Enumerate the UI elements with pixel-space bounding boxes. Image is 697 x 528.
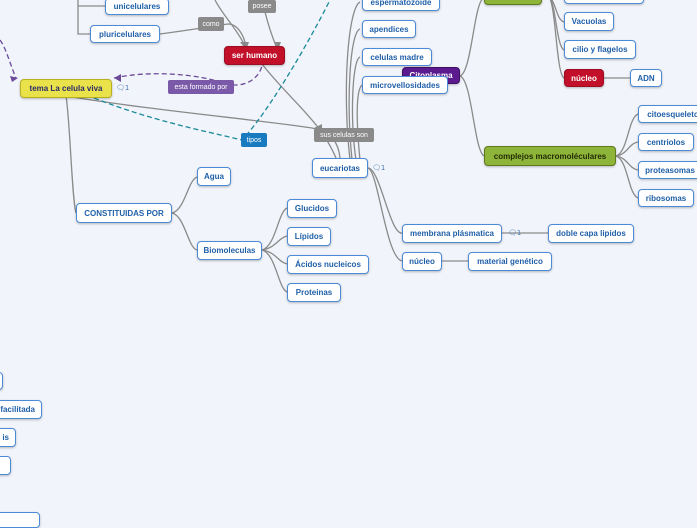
node-celulas-madre[interactable]: celulas madre	[362, 48, 432, 66]
node-left-fragment-5[interactable]	[0, 512, 40, 528]
node-vacuolas[interactable]: Vacuolas	[564, 12, 614, 31]
node-acidos-nucleicos[interactable]: Ácidos nucleicos	[287, 255, 369, 274]
node-pluricelulares[interactable]: pluricelulares	[90, 25, 160, 43]
node-left-fragment-2[interactable]: facilitada	[0, 400, 42, 419]
tag-sus-celulas-son: sus celulas son	[314, 128, 374, 142]
node-centriolos[interactable]: centriolos	[638, 133, 694, 151]
node-nucleo-red[interactable]: núcleo	[564, 69, 604, 87]
node-agua[interactable]: Agua	[197, 167, 231, 186]
node-espermatozoide[interactable]: espermatozoide	[362, 0, 440, 11]
node-microvellosidades[interactable]: microvellosidades	[362, 76, 448, 94]
node-material-genetico[interactable]: material genético	[468, 252, 552, 271]
node-nucleo[interactable]: núcleo	[402, 252, 442, 271]
comment-icon[interactable]: 🗨1	[116, 84, 130, 92]
node-complejos-macromoleculares[interactable]: complejos macromoléculares	[484, 146, 616, 166]
node-apendices[interactable]: apendices	[362, 20, 416, 38]
node-unicelulares[interactable]: unicelulares	[105, 0, 169, 15]
node-ser-humano[interactable]: ser humano	[224, 46, 285, 65]
node-biomoleculas[interactable]: Biomoleculas	[197, 241, 262, 260]
tag-posee: posee	[248, 0, 276, 13]
node-cilio-flagelos[interactable]: cilio y flagelos	[564, 40, 636, 59]
node-adn[interactable]: ADN	[630, 69, 662, 87]
tag-como: como	[198, 17, 224, 31]
comment-icon[interactable]: 🗨1	[372, 164, 386, 172]
node-organelos[interactable]	[484, 0, 542, 5]
node-proteinas[interactable]: Proteinas	[287, 283, 341, 302]
node-doble-capa-lipidos[interactable]: doble capa lipidos	[548, 224, 634, 243]
node-citoesqueleto[interactable]: citoesqueleto	[638, 105, 697, 123]
tag-esta-formado-por: esta formado por	[168, 80, 234, 94]
node-lipidos[interactable]: Lípidos	[287, 227, 331, 246]
node-blank-top-right[interactable]	[564, 0, 644, 4]
node-proteasomas[interactable]: proteasomas	[638, 161, 697, 179]
node-constituidas-por[interactable]: CONSTITUIDAS POR	[76, 203, 172, 223]
node-left-fragment-4[interactable]	[0, 456, 11, 475]
node-membrana-plasmatica[interactable]: membrana plásmatica	[402, 224, 502, 243]
tag-tipos: tipos	[241, 133, 267, 147]
comment-icon[interactable]: 🗨1	[508, 229, 522, 237]
node-tema-celula-viva[interactable]: tema La celula viva	[20, 79, 112, 98]
node-eucariotas[interactable]: eucariotas	[312, 158, 368, 178]
node-left-fragment-1[interactable]	[0, 372, 3, 390]
node-left-fragment-3[interactable]: is	[0, 428, 16, 447]
node-glucidos[interactable]: Glucidos	[287, 199, 337, 218]
node-ribosomas[interactable]: ribosomas	[638, 189, 694, 207]
